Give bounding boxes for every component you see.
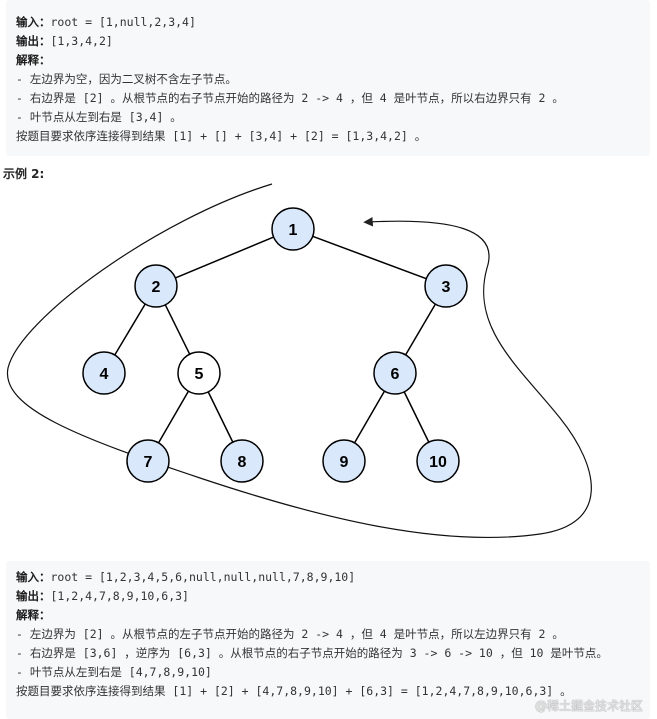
tree-node-circle: [134, 264, 178, 308]
input-value: root = [1,null,2,3,4]: [50, 15, 196, 29]
tree-node-label: 9: [340, 454, 349, 471]
example-1-code-block: 输入：root = [1,null,2,3,4] 输出：[1,3,4,2] 解释…: [6, 0, 650, 156]
binary-tree-diagram: 1 2 3 4 5 6 7 8 9 10: [0, 178, 657, 561]
tree-edge: [207, 391, 234, 443]
tree-nodes: 1 2 3 4 5 6 7 8 9 10: [82, 207, 468, 483]
tree-edge: [175, 236, 274, 279]
tree-node-label: 5: [195, 366, 204, 383]
input-line: 输入：root = [1,2,3,4,5,6,null,null,null,7,…: [16, 568, 640, 587]
tree-node-circle: [177, 351, 221, 395]
explain-text: - 右边界是 [2] 。从根节点的右子节点开始的路径为 2 -> 4 ，但 4 …: [16, 91, 564, 105]
tree-node: 6: [373, 351, 417, 395]
tree-edge: [404, 303, 437, 356]
tree-svg: 1 2 3 4 5 6 7 8 9 10: [6, 183, 592, 539]
tree-edge: [164, 304, 191, 355]
tree-node: 3: [424, 264, 468, 308]
example-2-code-block: 输入：root = [1,2,3,4,5,6,null,null,null,7,…: [6, 561, 650, 719]
explain-label: 解释：: [16, 53, 51, 67]
tree-node-circle: [220, 439, 264, 483]
tree-node-label: 2: [152, 279, 161, 296]
explain-text: 按题目要求依序连接得到结果 [1] + [] + [3,4] + [2] = […: [16, 129, 427, 143]
tree-edge: [403, 391, 430, 443]
explain-text: - 左边界为 [2] 。从根节点的左子节点开始的路径为 2 -> 4 ，但 4 …: [16, 627, 564, 641]
explain-label: 解释：: [16, 608, 51, 622]
tree-edges: [114, 235, 437, 444]
explain-text: 按题目要求依序连接得到结果 [1] + [2] + [4,7,8,9,10] +…: [16, 684, 572, 698]
tree-node-circle: [322, 439, 366, 483]
explain-text: - 右边界是 [3,6] ，逆序为 [6,3] 。从根节点的右子节点开始的路径为…: [16, 646, 608, 660]
tree-edge: [312, 235, 427, 280]
output-line: 输出：[1,3,4,2]: [16, 32, 640, 51]
explain-text: - 叶节点从左到右是 [3,4] 。: [16, 110, 182, 124]
tree-edge: [114, 303, 146, 356]
explain-line: 解释：: [16, 606, 640, 625]
watermark: @稀土掘金技术社区: [534, 699, 643, 713]
tree-node-circle: [424, 264, 468, 308]
boundary-curve: [6, 183, 592, 539]
input-value: root = [1,2,3,4,5,6,null,null,null,7,8,9…: [50, 570, 356, 584]
output-value: [1,3,4,2]: [50, 34, 113, 48]
output-line: 输出：[1,2,4,7,8,9,10,6,3]: [16, 587, 640, 606]
tree-node: 8: [220, 439, 264, 483]
explain-line: 解释：: [16, 51, 640, 70]
tree-node-label: 3: [442, 279, 451, 296]
tree-node-label: 8: [238, 454, 247, 471]
output-label: 输出：: [16, 34, 51, 48]
tree-node: 7: [126, 439, 170, 483]
tree-edge: [353, 390, 386, 444]
explain-text: - 叶节点从左到右是 [4,7,8,9,10]: [16, 665, 212, 679]
input-label: 输入：: [16, 15, 51, 29]
tree-node-circle: [373, 351, 417, 395]
tree-node-label: 10: [429, 454, 447, 471]
tree-node: 1: [271, 207, 315, 251]
input-label: 输入：: [16, 570, 51, 584]
input-line: 输入：root = [1,null,2,3,4]: [16, 13, 640, 32]
tree-node-label: 1: [289, 222, 298, 239]
tree-node-circle: [126, 439, 170, 483]
tree-node-label: 7: [144, 454, 153, 471]
tree-node: 2: [134, 264, 178, 308]
tree-node: 5: [177, 351, 221, 395]
tree-node: 10: [416, 439, 460, 483]
example-2-title: 示例 2:: [3, 167, 45, 181]
explain-text: - 左边界为空，因为二叉树不含左子节点。: [16, 72, 237, 86]
output-value: [1,2,4,7,8,9,10,6,3]: [50, 589, 189, 603]
tree-node-label: 4: [100, 366, 109, 383]
tree-edge: [157, 390, 190, 444]
output-label: 输出：: [16, 589, 51, 603]
tree-node: 4: [82, 351, 126, 395]
tree-node: 9: [322, 439, 366, 483]
tree-node-circle: [82, 351, 126, 395]
tree-node-circle: [271, 207, 315, 251]
tree-node-circle: [416, 439, 460, 483]
tree-node-label: 6: [391, 366, 400, 383]
